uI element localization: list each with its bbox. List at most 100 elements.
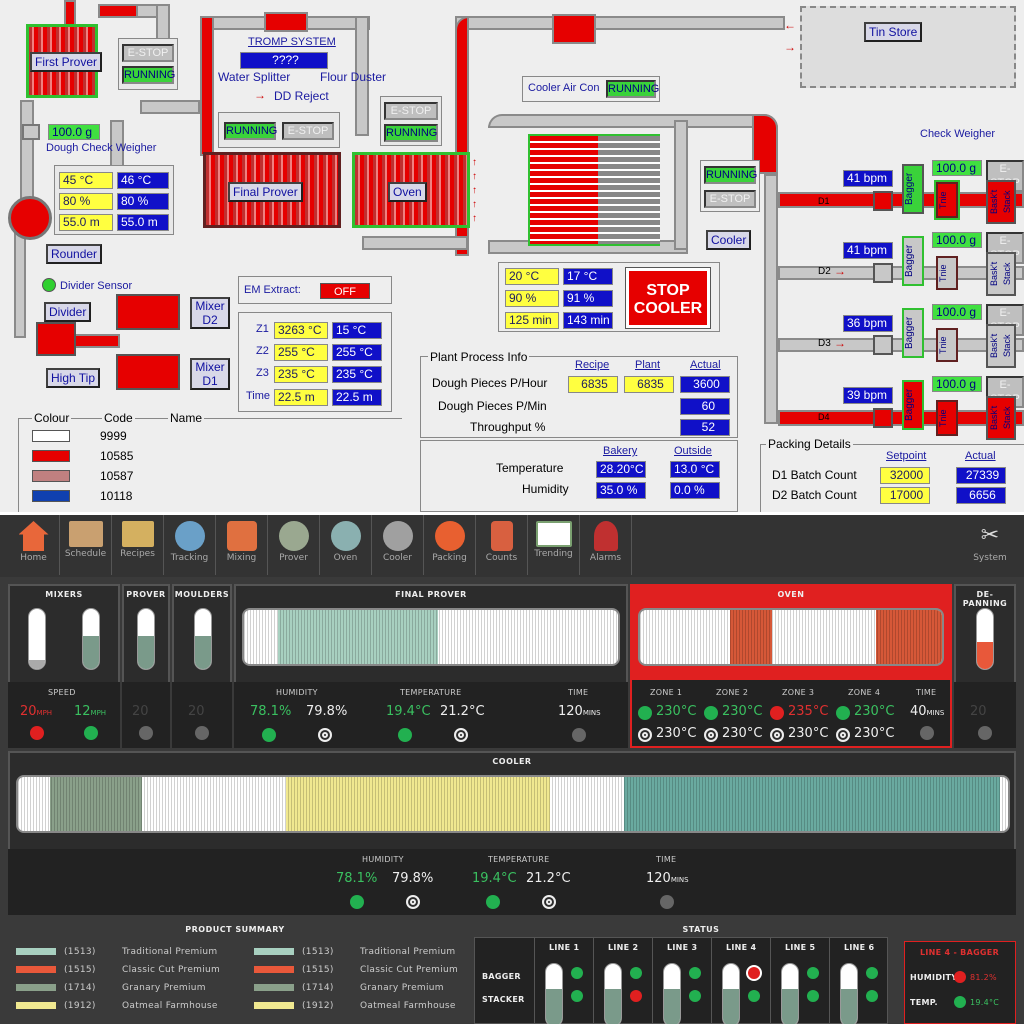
- status-line-1[interactable]: LINE 1: [534, 937, 591, 1024]
- line-3-tnie[interactable]: Tnie: [936, 328, 958, 362]
- nav-cooler[interactable]: Cooler: [372, 515, 424, 575]
- gear-icon: [278, 521, 309, 551]
- estop-indicator[interactable]: E-STOP: [282, 122, 334, 140]
- oven-panel[interactable]: OVEN ZONE 1 ZONE 2 ZONE 3 ZONE 4 TIME 23…: [630, 584, 952, 748]
- mixer-d1-button[interactable]: Mixer D1: [190, 358, 230, 390]
- legend-name-header: Name: [168, 411, 205, 425]
- line-2-basket-stack[interactable]: Bask't Stack: [986, 252, 1016, 296]
- line-1-tnie[interactable]: Tnie: [934, 180, 960, 220]
- line-4-basket-stack[interactable]: Bask't Stack: [986, 396, 1016, 440]
- cooler-air-con-label: Cooler Air Con: [528, 82, 600, 94]
- target-icon: [454, 728, 468, 742]
- nav-system[interactable]: ✂System: [964, 515, 1016, 575]
- line-2-bagger[interactable]: Bagger: [902, 236, 924, 286]
- outside-humidity: 0.0 %: [670, 482, 720, 499]
- cooler-setpoint-temp: 20 °C: [505, 268, 559, 285]
- final-prover-bar: [242, 608, 620, 666]
- nav-oven[interactable]: Oven: [320, 515, 372, 575]
- first-prover-button[interactable]: First Prover: [30, 52, 103, 72]
- product-code: (1912): [302, 1001, 334, 1011]
- mixer-d2-button[interactable]: Mixer D2: [190, 297, 230, 329]
- nav-schedule[interactable]: Schedule: [60, 515, 112, 575]
- cooler-panel[interactable]: COOLER HUMIDITY TEMPERATURE TIME 78.1% 7…: [8, 751, 1016, 915]
- divider-unit: [36, 322, 76, 356]
- pipe: [200, 16, 214, 156]
- line-4-bagger[interactable]: Bagger: [902, 380, 924, 430]
- check-weigher-label: Check Weigher: [920, 128, 995, 140]
- high-tip-button[interactable]: High Tip: [46, 368, 101, 388]
- line-2-tnie[interactable]: Tnie: [936, 256, 958, 290]
- nav-tracking[interactable]: Tracking: [164, 515, 216, 575]
- product-summary: PRODUCT SUMMARY: [8, 919, 462, 1024]
- nav-alarms[interactable]: Alarms: [580, 515, 632, 575]
- time-status-dot: [920, 726, 934, 740]
- nav-recipes[interactable]: Recipes: [112, 515, 164, 575]
- status-line-3[interactable]: LINE 3: [652, 937, 709, 1024]
- oven-title: OVEN: [777, 590, 805, 599]
- em-extract-label: EM Extract:: [244, 284, 301, 296]
- time-value: 120: [646, 871, 671, 886]
- oven-button[interactable]: Oven: [388, 182, 427, 202]
- nav-prover[interactable]: Prover: [268, 515, 320, 575]
- divider-button[interactable]: Divider: [44, 302, 92, 322]
- alert-temp-value: 19.4°C: [970, 998, 1000, 1007]
- outside-header: Outside: [674, 445, 712, 457]
- running-indicator: RUNNING: [224, 122, 277, 140]
- status-line-5[interactable]: LINE 5: [770, 937, 827, 1024]
- colour-legend: [18, 418, 402, 512]
- status-line-6[interactable]: LINE 6: [829, 937, 886, 1024]
- product-swatch: [254, 948, 294, 955]
- d2-batch-setpoint: 17000: [880, 487, 930, 504]
- stop-cooler-button[interactable]: STOP COOLER: [625, 267, 711, 329]
- nav-mixing[interactable]: Mixing: [216, 515, 268, 575]
- zone-label: Z3: [256, 367, 269, 379]
- product-swatch: [254, 984, 294, 991]
- humidity-setpoint: 79.8%: [306, 704, 348, 719]
- tromp-system-label[interactable]: TROMP SYSTEM: [248, 36, 336, 48]
- nav-packing[interactable]: Packing: [424, 515, 476, 575]
- line-4-tnie[interactable]: Tnie: [936, 400, 958, 436]
- prover-panel[interactable]: PROVER 20: [122, 584, 170, 748]
- status-line-4[interactable]: LINE 4: [711, 937, 768, 1024]
- line-level: [663, 963, 681, 1024]
- depanning-level: [976, 608, 994, 670]
- product-swatch: [254, 1002, 294, 1009]
- rounder-button[interactable]: Rounder: [46, 244, 103, 264]
- calendar-icon: [68, 521, 103, 547]
- d2-batch-label: D2 Batch Count: [772, 488, 857, 502]
- line-1-bagger[interactable]: Bagger: [902, 164, 924, 214]
- nav-label: Trending: [534, 549, 573, 559]
- product-swatch: [16, 1002, 56, 1009]
- nav-counts[interactable]: Counts: [476, 515, 528, 575]
- line-3-bagger[interactable]: Bagger: [902, 308, 924, 358]
- moulders-panel[interactable]: MOULDERS 20: [172, 584, 232, 748]
- estop-indicator[interactable]: E-STOP: [704, 190, 756, 208]
- estop-indicator[interactable]: E-STOP: [122, 44, 174, 62]
- final-prover-panel[interactable]: FINAL PROVER HUMIDITY TEMPERATURE TIME 7…: [234, 584, 628, 748]
- traditional-premium-segment: [624, 777, 1000, 831]
- time-value: 120: [558, 704, 583, 719]
- product-name: Classic Cut Premium: [122, 965, 221, 975]
- final-prover-button[interactable]: Final Prover: [228, 182, 303, 202]
- check-weigher-unit: [22, 124, 40, 140]
- dough-check-weight: 100.0 g: [48, 124, 100, 140]
- nav-home[interactable]: Home: [8, 515, 60, 575]
- final-prover-title: FINAL PROVER: [395, 590, 467, 599]
- product-name: Classic Cut Premium: [360, 965, 459, 975]
- depanning-panel[interactable]: DE-PANNING 20: [954, 584, 1016, 748]
- line-1-basket-stack[interactable]: Bask't Stack: [986, 180, 1016, 224]
- em-extract-state[interactable]: OFF: [320, 283, 370, 299]
- d1-batch-label: D1 Batch Count: [772, 468, 857, 482]
- temperature-status-dot: [486, 895, 500, 909]
- nav-trending[interactable]: Trending: [528, 515, 580, 575]
- mixers-panel[interactable]: MIXERS SPEED 20MPH 12MPH: [8, 584, 120, 748]
- estop-indicator[interactable]: E-STOP: [384, 102, 438, 120]
- tin-store-button[interactable]: Tin Store: [864, 22, 923, 42]
- cooler-button[interactable]: Cooler: [706, 230, 752, 250]
- status-line-2[interactable]: LINE 2: [593, 937, 650, 1024]
- line-label: LINE 6: [844, 943, 875, 952]
- rounder-unit[interactable]: [8, 196, 52, 240]
- line-3-basket-stack[interactable]: Bask't Stack: [986, 324, 1016, 368]
- line-4-bpm: 39 bpm: [843, 387, 893, 404]
- depanning-speed: 20: [970, 704, 987, 719]
